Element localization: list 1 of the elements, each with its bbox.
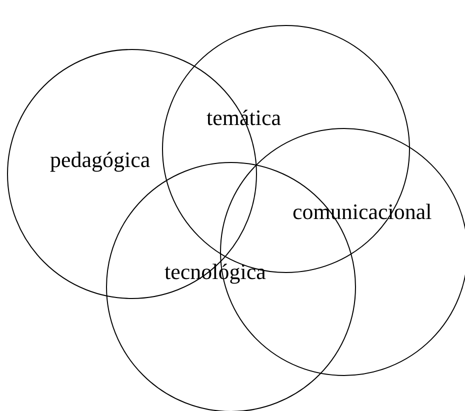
circle-label: pedagógica xyxy=(50,149,150,171)
